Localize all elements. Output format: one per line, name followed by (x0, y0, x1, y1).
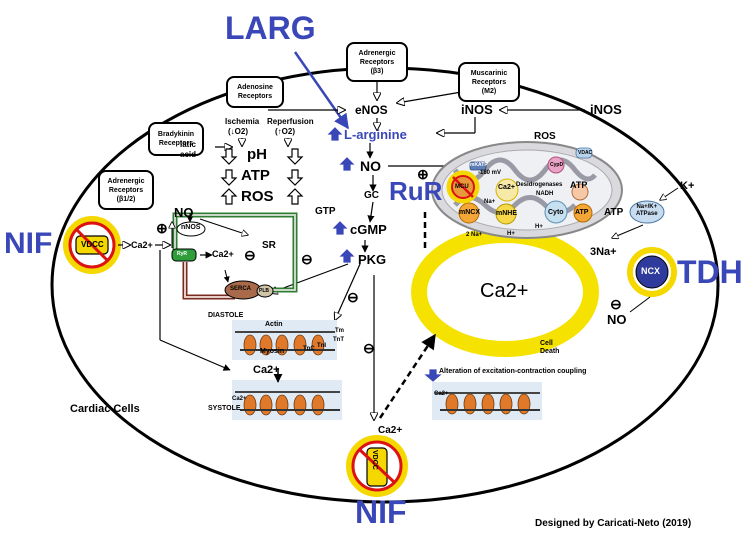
ca-ryr-label: Ca2+ (212, 249, 234, 259)
gtp-label: GTP (315, 206, 336, 217)
sr-plus-sign: ⊕ (156, 220, 168, 236)
systole-ca-small: Ca2+ (232, 396, 247, 402)
k-label: K+ (680, 180, 695, 192)
ryr-text: RyR (177, 251, 188, 257)
no-label: NO (360, 158, 381, 174)
ros-label: ROS (241, 188, 274, 205)
plb (256, 284, 274, 298)
na-k-atpase-label: Na+/K+ATPase (636, 204, 658, 217)
pkg-minus-sign-3: ⊖ (363, 340, 375, 356)
sr-label: SR (262, 240, 276, 251)
na-k-atpase (629, 200, 665, 224)
pkg-minus-sign-2: ⊖ (347, 289, 359, 305)
ph-label: pH (247, 146, 267, 163)
credit-label: Designed by Caricati-Neto (2019) (535, 518, 692, 529)
mito-mv-label: -180 mV (478, 170, 502, 176)
systole-label: SYSTOLE (208, 405, 241, 412)
mitochondrion (431, 141, 623, 239)
mkatp-label: mKATP (470, 162, 488, 168)
vdcc-bottom-text: VDCC (371, 450, 378, 470)
vdcc-left-text: VDCC (81, 240, 104, 249)
mito-atp2-label: ATP (575, 209, 589, 216)
mcu-label: MCU (455, 184, 469, 190)
gc-label: GC (364, 190, 379, 201)
right-atp-label: ATP (604, 207, 624, 218)
ischemia-o2-label: (↓O2) (228, 127, 248, 136)
serca-text: SERCA (230, 286, 252, 292)
mito-atp1-label: ATP (570, 180, 588, 190)
enos-label: eNOS (355, 103, 388, 117)
no-plus-sign: ⊕ (417, 166, 429, 182)
ca-big-label: Ca2+ (480, 280, 529, 302)
tm-label: Tm (335, 328, 344, 334)
cgmp-label: cGMP (350, 222, 387, 237)
alteration-label: Alteration of excitation-contraction cou… (439, 368, 587, 375)
myosin-label: Myosin (260, 348, 285, 355)
sr-minus-sign: ⊖ (244, 247, 256, 263)
larg-arrow (293, 51, 350, 130)
nif-left-label: NIF (4, 227, 53, 260)
cypd-label: CypD (550, 162, 564, 168)
contraction-ca-label: Ca2+ (253, 364, 280, 376)
mito-h2-label: H+ (507, 231, 515, 237)
inos-inside-label: iNOS (461, 102, 493, 117)
acid-label: acid (180, 150, 197, 159)
tnt-label: TnT (333, 337, 344, 343)
mncx-label: mNCX (459, 209, 481, 216)
actin-label: Actin (265, 321, 283, 328)
mito-two-na-label: 2 Na+ (466, 232, 483, 238)
tdh-label: TDH (677, 254, 743, 290)
tnc-label: TnC (303, 346, 315, 352)
nif-bottom-label: NIF (355, 494, 407, 530)
sr-no-label: NO (174, 205, 194, 220)
reperfusion-o2-label: (↑O2) (275, 127, 295, 136)
alteration-ca-small: Ca2+ (434, 391, 449, 397)
cardiac-cells-label: Cardiac Cells (70, 403, 140, 415)
mito-na-label: Na+ (484, 199, 496, 205)
diastole-label: DIASTOLE (208, 312, 244, 319)
bottom-ca-label: Ca2+ (378, 425, 403, 436)
l-arginine-label: L-arginine (344, 127, 407, 142)
three-na-label: 3Na+ (590, 246, 617, 258)
plb-text: PLB (259, 288, 269, 294)
atp-label: ATP (241, 167, 270, 184)
ca-left-label: Ca2+ (131, 240, 153, 250)
tni-label: TnI (317, 343, 326, 349)
mito-h1-label: H+ (535, 224, 543, 230)
ncx-minus-sign: ⊖ (610, 296, 622, 312)
desidrogenases-label: Desidrogenases (516, 182, 563, 188)
mito-ros-label: ROS (534, 131, 556, 142)
ncx-label: NCX (641, 266, 661, 276)
ischemia-label: Ischemia (225, 117, 260, 126)
vdac-label: VDAC (578, 150, 593, 156)
mito-ca-label: Ca2+ (498, 184, 515, 191)
inos-outside-label: iNOS (590, 102, 622, 117)
nnos-label: nNOS (181, 224, 201, 231)
reperfusion-label: Reperfusion (267, 117, 314, 126)
pkg-minus-sign-1: ⊖ (301, 251, 313, 267)
ryr-channel (171, 248, 197, 262)
cyto-label: Cyto (548, 209, 564, 216)
pkg-label: PKG (358, 252, 387, 267)
larg-label: LARG (225, 10, 316, 46)
rur-label: RuR (389, 176, 443, 206)
latic-label: latic (180, 140, 197, 149)
mnhe-label: mNHE (496, 210, 518, 217)
right-no-label: NO (607, 312, 627, 327)
ca-flow-from-vdcc (378, 333, 437, 419)
nadh-label: NADH (536, 191, 554, 197)
